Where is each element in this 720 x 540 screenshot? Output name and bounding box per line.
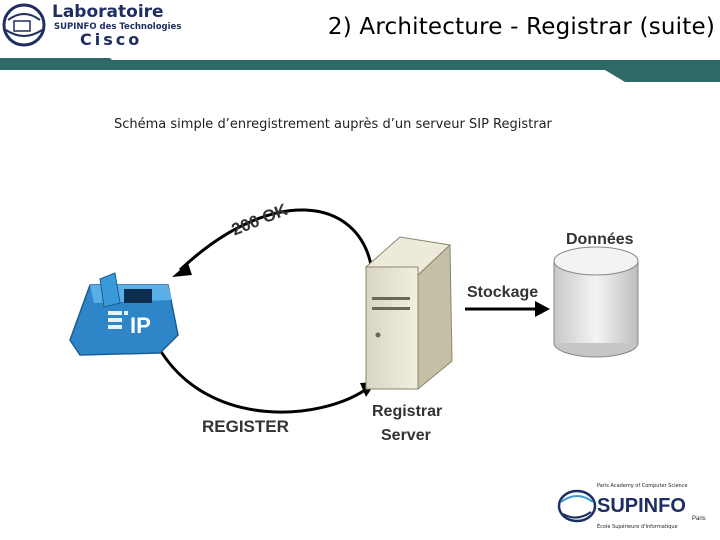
label-200-ok: 200 OK [229,200,291,240]
supinfo-brand: SUPINFO [597,495,686,517]
phone-ip-label: IP [130,313,151,338]
supinfo-logo: Paris Academy of Computer Science SUPINF… [557,483,706,530]
logo-lab-line3: Cisco [80,30,142,49]
supinfo-tagline-top: Paris Academy of Computer Science [597,483,688,489]
laboratoire-cisco-logo: Laboratoire SUPINFO des Technologies Cis… [2,2,181,49]
registrar-server-icon [364,236,453,391]
label-stockage: Stockage [467,284,538,301]
logo-lab-line2: SUPINFO des Technologies [54,22,181,32]
supinfo-city: Paris [692,516,706,522]
registrar-diagram: 200 OK REGISTER IP Registrar Server Stoc… [69,200,639,444]
label-registrar: Registrar [372,403,442,420]
globe-icon [2,3,46,47]
header-band [0,58,720,84]
slide-title: 2) Architecture - Registrar (suite) [327,14,715,40]
logo-lab-line1: Laboratoire [52,2,164,22]
label-donnees: Données [566,231,634,248]
supinfo-globe-icon [557,489,597,523]
storage-arrow [465,301,550,317]
database-icon [553,246,639,358]
label-register: REGISTER [202,417,289,436]
supinfo-tagline-bottom: École Supérieure d'Informatique [597,522,678,530]
register-arrow [158,349,376,414]
ip-phone-icon: IP [69,272,179,356]
label-server: Server [381,427,431,444]
slide-subtitle: Schéma simple d’enregistrement auprès d’… [114,117,552,132]
ok-arrow [172,208,374,277]
